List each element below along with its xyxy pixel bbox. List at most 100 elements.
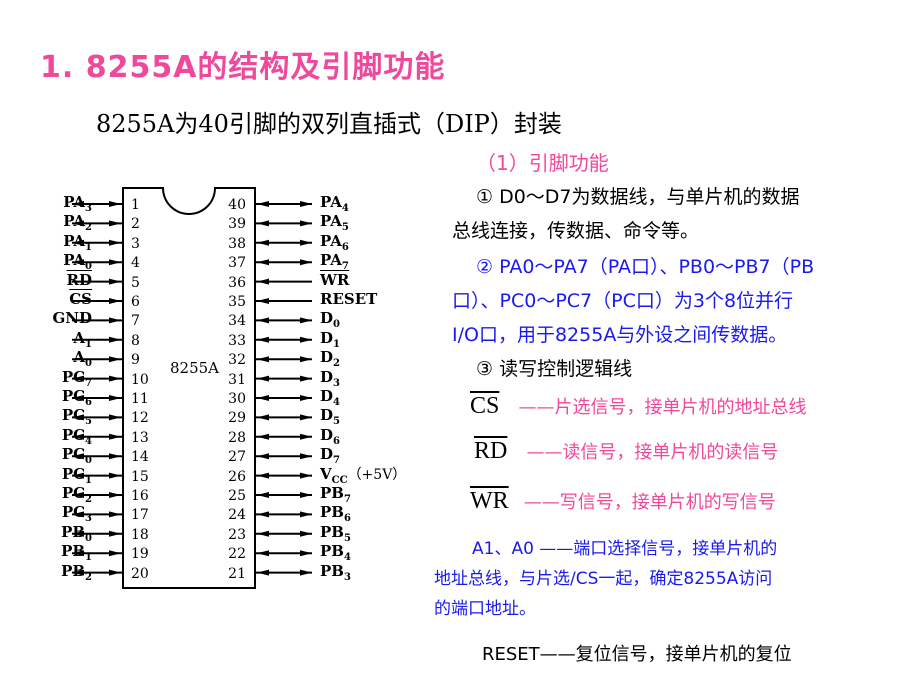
pin-label: PC1 xyxy=(61,464,92,486)
pin-label: A0 xyxy=(73,348,92,370)
pin-label: PB7 xyxy=(320,484,351,506)
pin-label: PA5 xyxy=(320,212,349,234)
pin-number: 10 xyxy=(131,371,149,388)
pin-number: 31 xyxy=(228,371,246,388)
pin-label: D6 xyxy=(320,425,340,447)
pin-number: 14 xyxy=(131,449,149,466)
pin-label: D5 xyxy=(320,406,340,428)
pin-number: 36 xyxy=(228,274,246,291)
pin-number: 37 xyxy=(228,255,246,272)
pin-number: 20 xyxy=(131,565,149,582)
pin-label: D3 xyxy=(320,367,340,389)
pin-label: PA0 xyxy=(63,251,92,273)
signal-cs: CS ——片选信号，接单片机的地址总线 xyxy=(470,393,806,420)
pin-label: PB2 xyxy=(61,561,92,583)
reset-description: RESET——复位信号，接单片机的复位 xyxy=(482,644,792,665)
pin-label: PB4 xyxy=(320,542,351,564)
signal-cs-name: CS xyxy=(470,393,500,419)
pin-number: 23 xyxy=(228,526,246,543)
pin-label: PB6 xyxy=(320,503,351,525)
pin-number: 29 xyxy=(228,410,246,427)
pin-number: 30 xyxy=(228,391,246,407)
pin-label: PC7 xyxy=(61,367,92,389)
pin-function-heading: （1）引脚功能 xyxy=(476,151,609,175)
pin-number: 33 xyxy=(228,332,246,349)
item1-line2: 总线连接，传数据、命令等。 xyxy=(452,220,700,242)
pin-number: 11 xyxy=(131,391,149,407)
pin-label: PC3 xyxy=(61,503,92,525)
pin-label: PA7 xyxy=(320,251,349,273)
pin-label: GND xyxy=(52,309,92,328)
pin-arrows xyxy=(72,201,312,576)
pin-label: D7 xyxy=(320,445,340,467)
pin-label: D0 xyxy=(320,309,340,331)
pin-number: 27 xyxy=(228,449,246,466)
pin-label: PA2 xyxy=(63,212,92,234)
pin-number: 5 xyxy=(131,274,140,291)
pin-number: 22 xyxy=(228,546,246,563)
pin-label: PB3 xyxy=(320,561,351,583)
pin-number: 39 xyxy=(228,216,246,233)
signal-wr: WR ——写信号，接单片机的写信号 xyxy=(470,488,776,515)
signal-cs-desc: ——片选信号，接单片机的地址总线 xyxy=(518,397,807,418)
pin-number: 6 xyxy=(131,294,140,310)
pin-label: RESET xyxy=(320,290,378,308)
pin-label: PB5 xyxy=(320,522,351,544)
addr-line1: A1、A0 ——端口选择信号，接单片机的 xyxy=(472,539,778,559)
pin-number: 35 xyxy=(228,294,246,310)
pin-number: 25 xyxy=(228,488,246,504)
pin-number: 8 xyxy=(131,332,140,349)
pin-number: 1 xyxy=(131,197,140,213)
item2-line2: 口）、PC0～PC7（PC口）为3个8位并行 xyxy=(452,290,794,312)
pin-label: PC5 xyxy=(61,406,92,428)
pin-number: 32 xyxy=(228,352,246,369)
pin-number: 3 xyxy=(131,235,140,252)
addr-line2: 地址总线，与片选/CS一起，确定8255A访问 xyxy=(434,569,773,589)
pin-number: 4 xyxy=(131,255,140,272)
pin-number: 7 xyxy=(131,313,140,330)
signal-rd-desc: ——读信号，接单片机的读信号 xyxy=(526,442,779,463)
pin-label: PA4 xyxy=(320,193,349,215)
pin-number: 9 xyxy=(131,352,140,369)
pin-label: PA1 xyxy=(63,231,92,253)
pin-label: D2 xyxy=(320,348,340,370)
pin-label: PB1 xyxy=(61,542,92,564)
pin-number: 19 xyxy=(131,546,149,563)
slide-title: 1. 8255A的结构及引脚功能 xyxy=(40,50,446,85)
chip-name: 8255A xyxy=(170,359,220,377)
item2-line1: ② PA0～PA7（PA口）、PB0～PB7（PB xyxy=(476,256,815,278)
pin-label: PC4 xyxy=(61,425,92,447)
pin-number: 26 xyxy=(228,468,246,485)
pin-label: CS xyxy=(69,290,92,308)
pin-number: 2 xyxy=(131,216,140,233)
pin-number: 28 xyxy=(228,429,246,446)
pin-number: 24 xyxy=(228,507,246,524)
pin-label: PC2 xyxy=(61,484,92,506)
pin-label: PA6 xyxy=(320,231,349,253)
signal-rd-name: RD xyxy=(474,438,508,464)
pin-number: 40 xyxy=(228,197,246,213)
pin-number: 38 xyxy=(228,235,246,252)
pin-label: PB0 xyxy=(61,522,92,544)
signal-wr-desc: ——写信号，接单片机的写信号 xyxy=(523,492,776,513)
pin-number: 15 xyxy=(131,468,149,485)
pin-label: D4 xyxy=(320,387,340,409)
signal-wr-name: WR xyxy=(470,488,509,514)
pin-number: 34 xyxy=(228,313,246,330)
pin-label: PC6 xyxy=(61,387,92,409)
pin-number: 17 xyxy=(131,507,149,524)
item1-line1: ① D0～D7为数据线，与单片机的数据 xyxy=(476,186,800,208)
addr-line3: 的端口地址。 xyxy=(434,599,536,619)
item2-line3: I/O口，用于8255A与外设之间传数据。 xyxy=(452,324,788,346)
pin-number: 13 xyxy=(131,429,149,446)
pin-label: PC0 xyxy=(61,445,92,467)
item3-heading: ③ 读写控制逻辑线 xyxy=(476,358,633,380)
slide-subtitle: 8255A为40引脚的双列直插式（DIP）封装 xyxy=(96,110,562,138)
chip-notch xyxy=(162,187,216,215)
signal-rd: RD ——读信号，接单片机的读信号 xyxy=(474,438,778,465)
pin-label: VCC（+5V） xyxy=(320,464,407,486)
pin-label: D1 xyxy=(320,328,340,350)
pin-label: WR xyxy=(320,270,350,289)
